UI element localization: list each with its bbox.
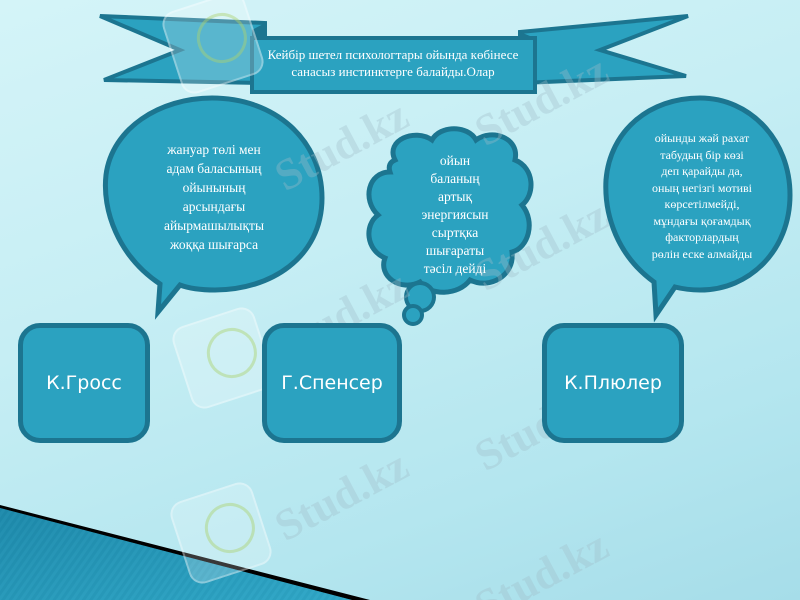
bubble-line: сыртқка xyxy=(431,225,479,240)
name-box-label: К.Плюлер xyxy=(564,372,662,394)
speech-bubble-left xyxy=(102,95,325,320)
bubble-line: мұндағы қоғамдық xyxy=(653,213,751,228)
banner-line-2: санасыз инстинктерге балайды.Олар xyxy=(291,64,495,79)
bubble-line: ойынының xyxy=(182,180,246,195)
name-box-label: К.Гросс xyxy=(46,372,122,394)
bubble-line: ойынды жәй рахат xyxy=(654,131,750,145)
bubble-line: айырмашылықты xyxy=(163,218,265,233)
speech-bubble-left-text: жануар төлі мен адам баласының ойынының … xyxy=(128,140,300,254)
bubble-line: факторлардың xyxy=(665,230,739,244)
bubble-line: жануар төлі мен xyxy=(167,142,261,157)
bubble-line: деп қарайды да, xyxy=(661,164,743,178)
bubble-line: оның негізгі мотиві xyxy=(651,180,752,195)
name-box-pluler: К.Плюлер xyxy=(542,323,684,443)
bubble-line: жоққа шығарса xyxy=(169,237,259,252)
name-box-gross: К.Гросс xyxy=(18,323,150,443)
bubble-line: табудың бір көзі xyxy=(660,147,744,162)
bubble-line: энергиясын xyxy=(421,207,489,222)
bubble-line: көрсетілмейді, xyxy=(664,197,740,211)
bubble-line: тәсіл дейді xyxy=(423,261,487,276)
bubble-line: баланың xyxy=(430,171,480,186)
ribbon-banner xyxy=(99,14,689,94)
thought-bubble-center xyxy=(366,126,534,326)
bubble-line: артық xyxy=(437,189,473,204)
speech-bubble-right-text: ойынды жәй рахат табудың бір көзі деп қа… xyxy=(622,130,782,262)
corner-decoration xyxy=(0,505,370,600)
name-box-spencer: Г.Спенсер xyxy=(262,323,402,443)
bubble-line: адам баласының xyxy=(166,161,262,176)
thought-bubble-text: ойын баланың артық энергиясын сыртқка шы… xyxy=(384,152,526,278)
banner-text: Кейбір шетел психологтары ойында көбінес… xyxy=(254,46,532,80)
bubble-line: ойын xyxy=(439,153,471,168)
banner-line-1: Кейбір шетел психологтары ойында көбінес… xyxy=(267,47,519,62)
bubble-line: рөлін еске алмайды xyxy=(651,246,753,261)
speech-bubble-right xyxy=(603,95,793,323)
bubble-line: шығараты xyxy=(425,243,485,258)
name-box-label: Г.Спенсер xyxy=(281,372,383,394)
bubble-line: арсындағы xyxy=(182,199,246,214)
